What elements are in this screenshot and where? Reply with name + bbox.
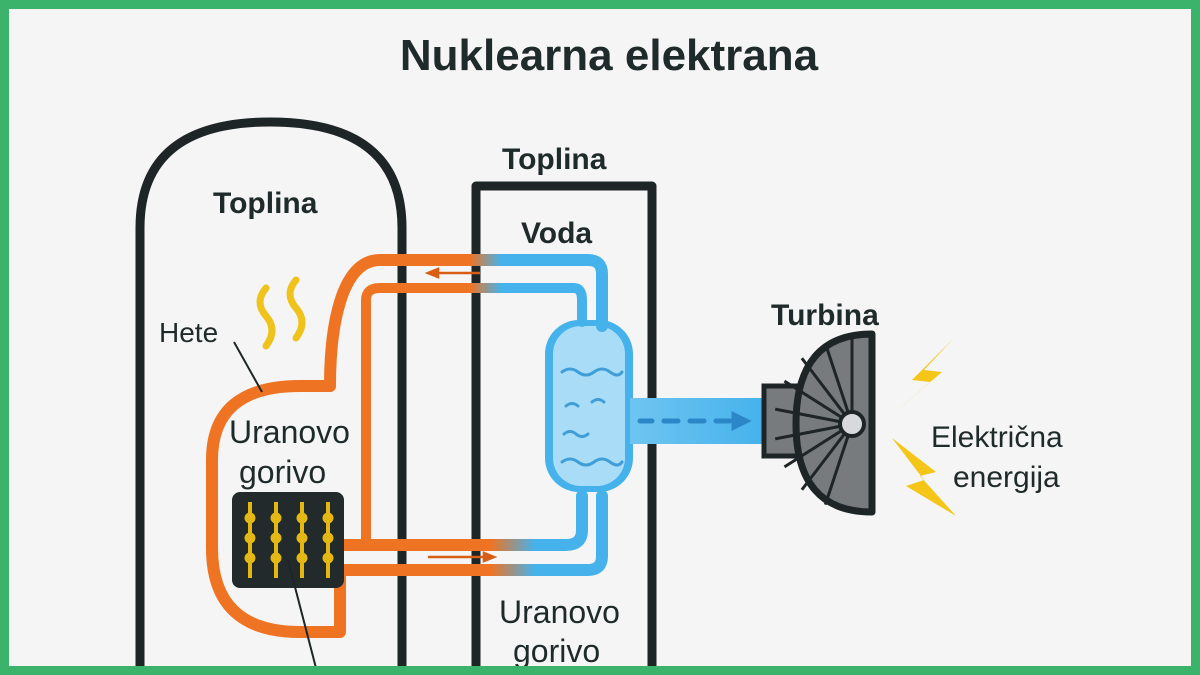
fuel-pellet — [322, 512, 334, 524]
fuel-pellet — [244, 552, 256, 564]
reactor-containment — [135, 117, 407, 666]
water-label: Voda — [521, 217, 593, 250]
lightning-icon-bottom — [892, 438, 956, 516]
fuel-pellet — [322, 532, 334, 544]
fuel-pellet — [270, 512, 282, 524]
turbine-blade — [823, 423, 854, 506]
fuel-pellet — [244, 512, 256, 524]
turbine-blade — [823, 342, 854, 425]
water-waves — [560, 367, 624, 467]
fuel-pellet — [296, 512, 308, 524]
electric-energy-label-line1: Električna — [931, 421, 1063, 454]
hot-loop-outer — [324, 254, 608, 392]
fuel-pellet — [296, 552, 308, 564]
uranium-fuel-block — [232, 492, 344, 588]
turbine-label: Turbina — [771, 299, 879, 332]
lightning-icon-top — [888, 338, 954, 418]
bottom-fuel-label-line1: Uranovo — [499, 594, 620, 630]
steam-flow-arrow — [637, 410, 752, 432]
electric-energy-label-line2: energija — [953, 461, 1060, 494]
fuel-pellet — [244, 532, 256, 544]
turbine-blades — [774, 338, 854, 506]
page-title: Nuklearna elektrana — [399, 31, 819, 80]
heat-source-pointer — [233, 341, 263, 393]
reactor-heat-label: Toplina — [213, 187, 318, 220]
uranium-fuel-label-line2: gorivo — [239, 454, 327, 490]
fuel-pointer-line — [287, 559, 317, 666]
return-loop-upper — [338, 490, 588, 551]
hot-loop-reactor — [206, 380, 346, 638]
fuel-rods — [244, 502, 334, 578]
flow-arrow-top — [424, 267, 480, 279]
exchanger-heat-label: Toplina — [502, 143, 607, 176]
turbine-hub — [838, 410, 866, 438]
fuel-pellet — [322, 552, 334, 564]
flow-arrow-bottom — [428, 551, 498, 563]
fuel-pellet — [296, 532, 308, 544]
fuel-pellet — [270, 552, 282, 564]
hot-loop-inner — [361, 283, 587, 545]
heat-waves-icon — [256, 276, 306, 350]
return-loop-lower — [338, 490, 608, 576]
fuel-pellet — [270, 532, 282, 544]
uranium-fuel-label-line1: Uranovo — [229, 414, 350, 450]
bottom-fuel-label-line2: gorivo — [513, 633, 601, 669]
water-tank — [553, 326, 625, 486]
heat-source-label: Hete — [159, 317, 219, 348]
